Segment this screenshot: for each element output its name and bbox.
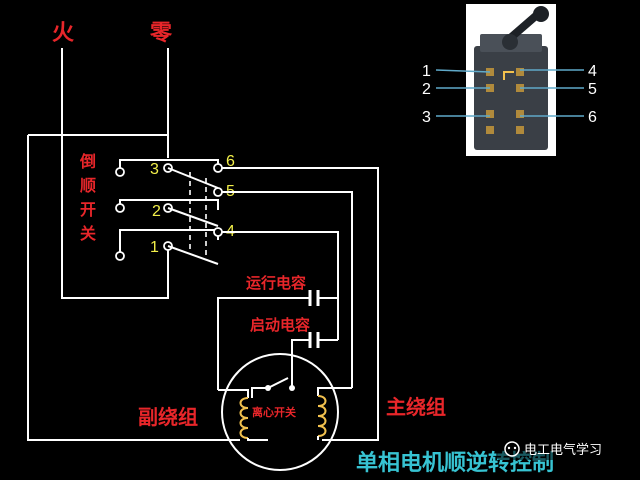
power-wires [27,48,240,441]
run-capacitor-label: 运行电容 [246,274,306,292]
motor: 离心开关 副绕组 主绕组 [138,353,446,471]
live-label: 火 [52,21,74,46]
switch-label-4: 关 [80,224,96,243]
capacitors: 运行电容 启动电容 [217,274,338,390]
aux-winding-label: 副绕组 [138,405,198,429]
watermark: 电工电气学习 [496,438,628,460]
switch-label-1: 倒 [79,152,96,171]
aux-winding-coil [239,397,249,439]
switch-photo [435,4,584,156]
switch-terminal-5 [213,187,223,197]
switch-terminal-4 [213,227,223,237]
reversing-switch: 倒 顺 开 关 3 6 2 5 1 4 [79,152,235,265]
neutral-label: 零 [149,21,173,46]
switch-left-terminal-c [115,251,125,261]
terminal-number-1: 1 [150,239,159,256]
terminal-number-3: 3 [150,161,159,178]
switch-terminal-6 [213,163,223,173]
motor-circle [221,353,339,471]
main-winding-coil [317,395,327,437]
photo-number-3: 3 [422,109,431,126]
chat-icon [504,441,520,457]
watermark-text: 电工电气学习 [524,442,602,458]
photo-number-1: 1 [422,63,431,80]
switch-output-wires [222,167,379,441]
switch-left-terminal-b [115,203,125,213]
switch-knob [533,6,549,22]
terminal-number-6: 6 [226,153,235,170]
photo-number-2: 2 [422,81,431,98]
switch-body [474,46,548,150]
switch-label-2: 顺 [80,176,96,195]
switch-label-3: 开 [80,200,96,219]
terminal-number-2: 2 [152,203,161,220]
photo-number-4: 4 [588,63,597,80]
photo-number-5: 5 [588,81,597,98]
switch-left-terminal-a [115,167,125,177]
switch-hub [502,34,518,50]
main-winding-label: 主绕组 [386,395,446,419]
start-capacitor-label: 启动电容 [250,316,310,334]
centrifugal-switch-label: 离心开关 [252,405,296,419]
photo-number-6: 6 [588,109,597,126]
